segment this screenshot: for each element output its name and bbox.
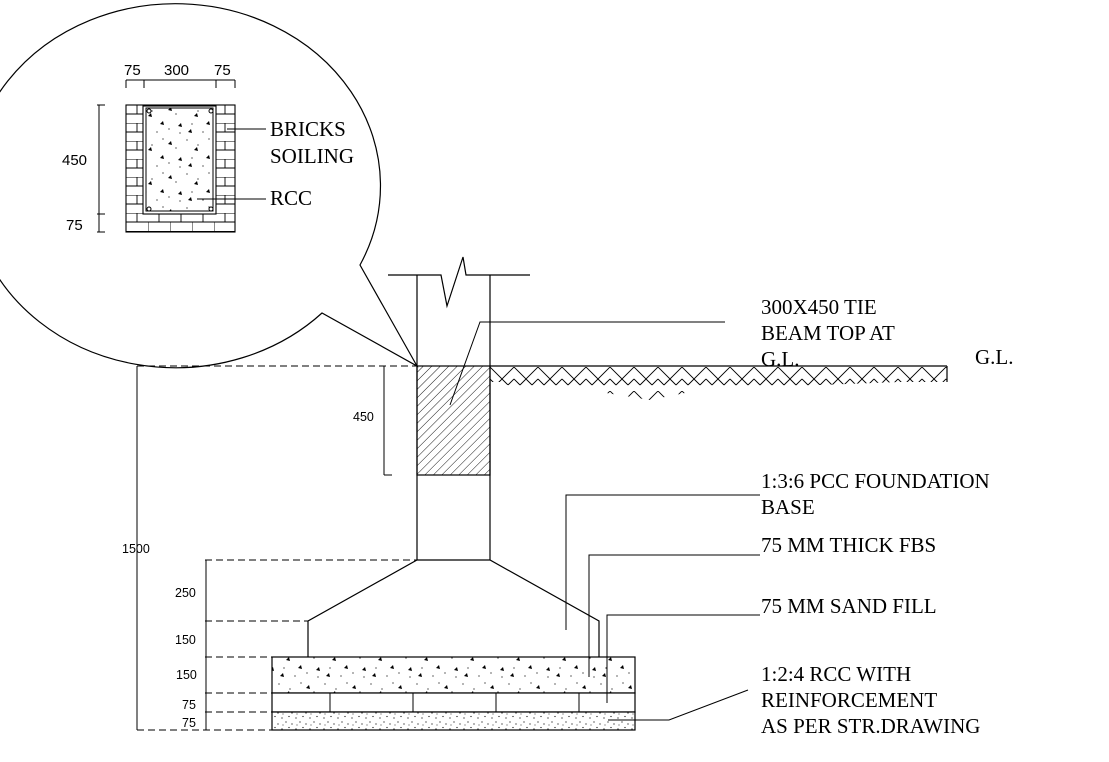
main-section: G.L. 300X450 TIE BEAM TOP AT G.L. 450 15… [122, 256, 1014, 738]
detail-dim-base: 75 [66, 217, 83, 234]
note-rcc-line1: 1:2:4 RCC WITH [761, 662, 911, 686]
total-depth-dim: 1500 [122, 542, 150, 556]
rebar [208, 108, 214, 114]
callout-bubble-outline [0, 3, 419, 369]
rcc-concrete-fill [145, 107, 214, 212]
fbs-brick-layer [271, 692, 636, 713]
layer-dim-75a: 75 [182, 698, 196, 712]
layer-dim-250: 250 [175, 586, 196, 600]
detail-dim-left: 75 [124, 62, 141, 79]
label-soiling: SOILING [270, 144, 354, 168]
earth-fill [490, 367, 947, 382]
layer-dim-75b: 75 [182, 716, 196, 730]
column-break-line [388, 256, 530, 309]
layer-dim-150a: 150 [175, 633, 196, 647]
rebar [208, 206, 214, 212]
beam-note-line3: G.L. [761, 347, 800, 371]
detail-callout: 75 300 75 450 75 BRICKS SOILING RCC [0, 3, 419, 369]
note-fbs: 75 MM THICK FBS [761, 533, 936, 557]
beam-note-line2: BEAM TOP AT [761, 321, 895, 345]
detail-dim-right: 75 [214, 62, 231, 79]
layer-dim-150b: 150 [176, 668, 197, 682]
note-pcc-line2: BASE [761, 495, 815, 519]
note-rcc-line2: REINFORCEMENT [761, 688, 937, 712]
earth-fill-lower [500, 382, 900, 400]
note-rcc-line3: AS PER STR.DRAWING [761, 714, 980, 738]
pcc-foundation-base [271, 656, 636, 694]
label-bricks: BRICKS [270, 117, 346, 141]
rebar [146, 108, 152, 114]
footing-taper [307, 559, 600, 657]
detail-dim-width: 300 [164, 62, 189, 79]
detail-dim-depth: 450 [62, 152, 87, 169]
ground-level-label: G.L. [975, 345, 1014, 369]
rebar [146, 206, 152, 212]
tie-beam-hatch [416, 365, 491, 476]
note-pcc-line1: 1:3:6 PCC FOUNDATION [761, 469, 990, 493]
beam-note-line1: 300X450 TIE [761, 295, 877, 319]
note-sand-fill: 75 MM SAND FILL [761, 594, 937, 618]
label-rcc: RCC [270, 186, 312, 210]
beam-depth-dim: 450 [353, 410, 374, 424]
sand-fill-layer [271, 711, 636, 731]
